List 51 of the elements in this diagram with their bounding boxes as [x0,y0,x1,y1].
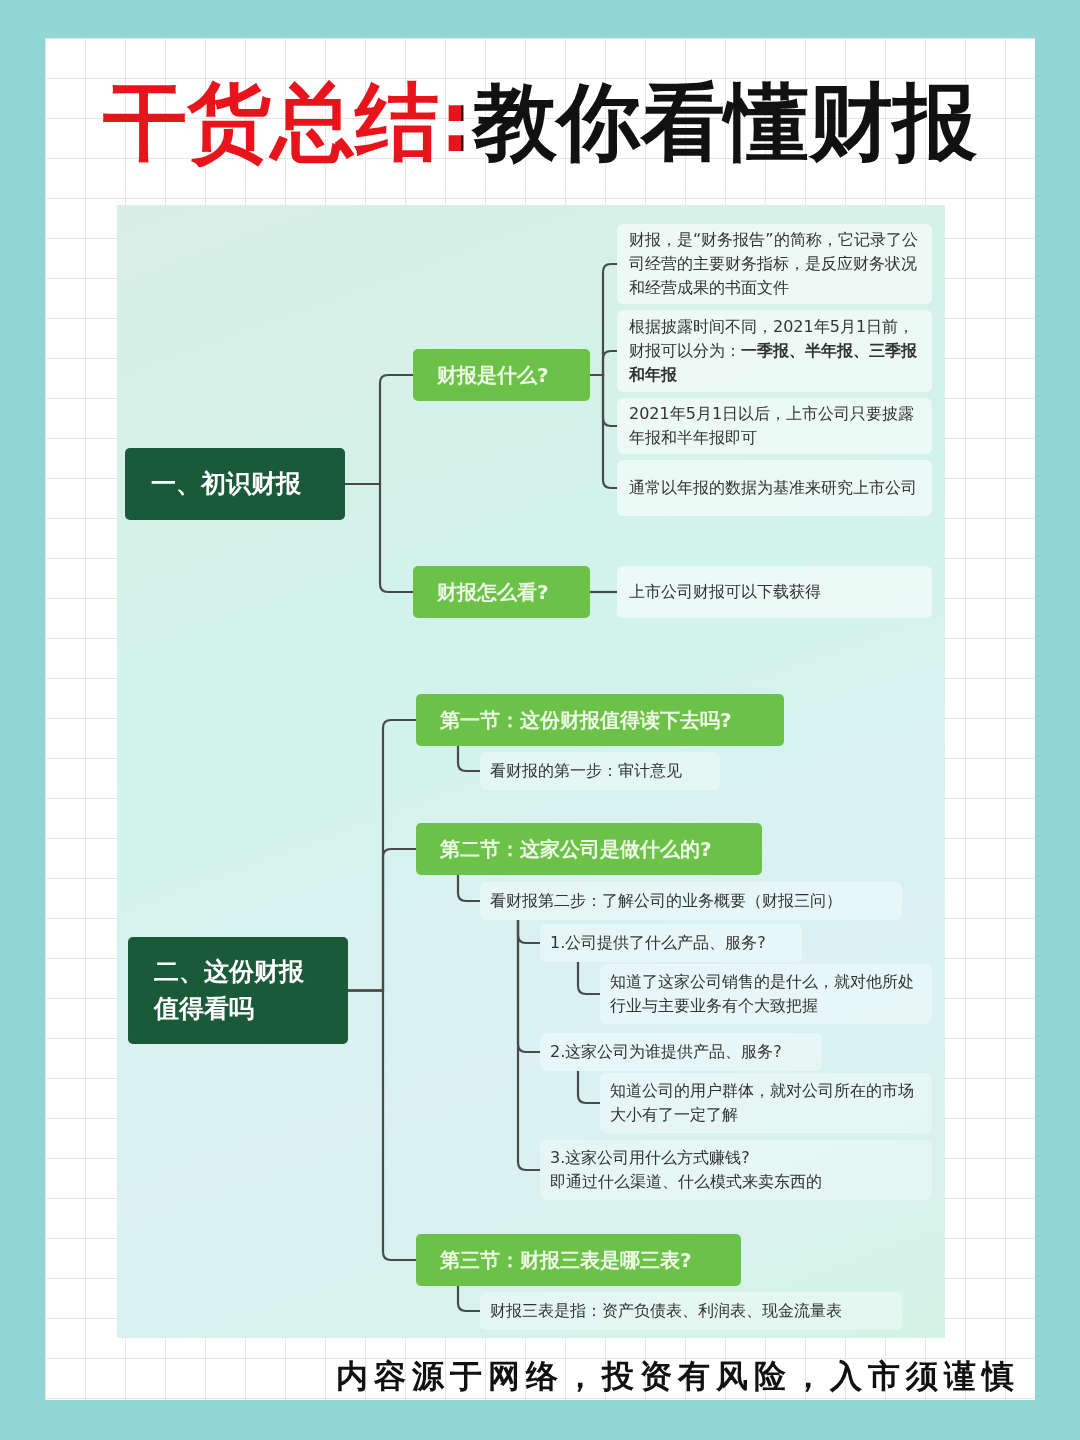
subtopic-box [413,349,590,401]
node-text: 知道了这家公司销售的是什么，就对他所处行业与主要业务有个大致把握 [610,971,915,1017]
connector-line [590,590,617,594]
note-box [480,752,720,790]
connector-line [456,746,480,773]
connector-line [456,1286,480,1313]
note-box [617,224,932,304]
subtopic-box [416,823,762,875]
note-box [480,882,902,920]
connector-line [576,1071,600,1105]
node-text: 通常以年报的数据为基准来研究上市公司 [629,477,918,499]
node-text: 第一节：这份财报值得读下去吗? [440,706,733,734]
note-box [617,310,932,392]
node-text: 一、初识财报 [151,467,302,500]
node-text: 上市公司财报可以下载获得 [629,581,822,603]
node-text: 看财报的第一步：审计意见 [490,760,683,782]
connector-line [516,920,540,1172]
note-box [480,1292,902,1330]
node-text: 即通过什么渠道、什么模式来卖东西的 [550,1171,823,1193]
node-text: 知道公司的用户群体，就对公司所在的市场大小有了一定了解 [610,1080,915,1126]
node-text: 财报三表是指：资产负债表、利润表、现金流量表 [490,1300,843,1322]
subtopic-box [416,1234,741,1286]
node-text: 3.这家公司用什么方式赚钱? [550,1147,751,1169]
note-box [617,566,932,618]
topic-box [128,937,348,1044]
node-text: 看财报第二步：了解公司的业务概要（财报三问） [490,890,843,912]
node-text: 1.公司提供了什么产品、服务? [550,932,767,954]
note-box [540,924,802,962]
subtopic-box [413,566,590,618]
node-text: 2021年5月1日以后，上市公司只要披露年报和半年报即可 [629,403,916,449]
note-box [540,1033,822,1071]
note-box [617,398,932,454]
node-text: 根据披露时间不同，2021年5月1日前，财报可以分为：一季报、半年报、三季报和年报 [629,316,918,386]
node-text: 第二节：这家公司是做什么的? [440,835,713,863]
note-box [600,964,932,1024]
node-text: 第三节：财报三表是哪三表? [440,1246,693,1274]
note-box [540,1140,932,1200]
connector-line [456,875,480,903]
connector-line [576,962,600,996]
node-text: 2.这家公司为谁提供产品、服务? [550,1041,783,1063]
node-text: 财报，是“财务报告”的简称，它记录了公司经营的主要财务指标，是反应财务状况和经营成果的书面文件 [629,229,919,299]
connector-line [590,373,617,490]
node-text: 财报怎么看? [437,578,550,606]
connector-line [348,989,416,1262]
topic-box [125,448,345,520]
node-text: 财报是什么? [437,361,550,389]
subtopic-box [416,694,784,746]
disclaimer-caption: 内容源于网络，投资有风险，入市须谨慎 [336,1356,1020,1397]
node-text: 二、这份财报值得看吗 [154,956,305,1025]
note-box [600,1073,932,1133]
note-box [617,460,932,516]
